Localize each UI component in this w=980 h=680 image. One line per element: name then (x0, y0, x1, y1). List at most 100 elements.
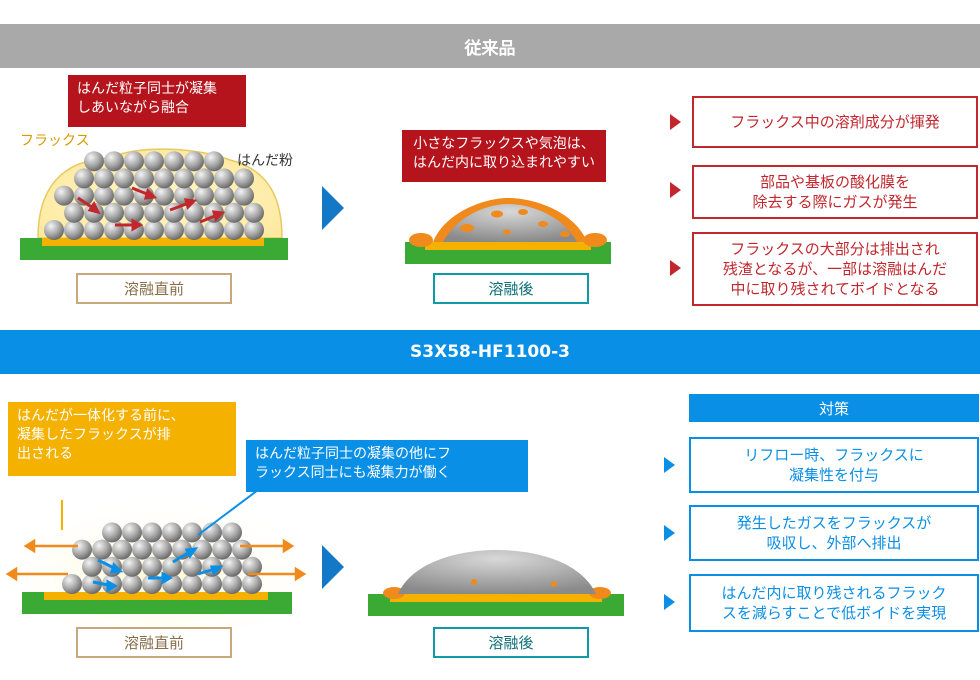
solder-particle (64, 202, 84, 223)
solder-particle (124, 151, 144, 172)
solder-particle (204, 151, 224, 172)
conventional-header: 従来品 (0, 24, 980, 68)
solder-particle (142, 556, 162, 577)
solder-particle (124, 202, 144, 223)
solder-particle (44, 220, 64, 240)
conventional-before-label: 溶融直前 (76, 273, 232, 304)
measure-2: 発生したガスをフラックスが 吸収し、外部へ排出 (689, 505, 979, 561)
conventional-after-illustration (405, 198, 611, 264)
solder-particle (162, 556, 182, 577)
solder-particle (114, 168, 134, 189)
solder-particle (144, 220, 164, 240)
solder-particle (104, 151, 124, 172)
callout-trapped: 小さなフラックスや気泡は、 はんだ内に取り込まれやすい (402, 130, 606, 182)
solder-particle (222, 574, 242, 594)
solder-particle (182, 574, 202, 594)
bullet-arrow-icon (670, 260, 681, 276)
measures-title: 対策 (689, 394, 979, 422)
solder-particle (182, 522, 202, 543)
product-after-illustration (368, 550, 624, 616)
bullet-arrow-icon (664, 457, 675, 473)
solder-particle (194, 185, 214, 206)
solder-particle (122, 522, 142, 543)
solder-particle (174, 168, 194, 189)
solder-particle (222, 556, 242, 577)
solder-particle (104, 202, 124, 223)
solder-particle (152, 539, 172, 560)
conventional-before-illustration (20, 148, 288, 260)
solder-particle (202, 574, 222, 594)
solder-particle (154, 185, 174, 206)
solder-particle (94, 185, 114, 206)
solder-particle (154, 168, 174, 189)
solder-particle (64, 220, 84, 240)
solder-particle (234, 185, 254, 206)
problem-point-1: フラックス中の溶剤成分が揮発 (692, 96, 978, 148)
product-header: S3X58-HF1100-3 (0, 330, 980, 374)
bullet-arrow-icon (670, 114, 681, 130)
solder-particle (184, 151, 204, 172)
solder-particle (144, 151, 164, 172)
product-before-illustration (5, 489, 308, 640)
label-solder-powder: はんだ粉 (237, 153, 293, 169)
solder-particle (74, 168, 94, 189)
conventional-process-arrow (322, 186, 344, 230)
solder-particle (72, 539, 92, 560)
solder-particle (232, 539, 252, 560)
solder-particle (224, 220, 244, 240)
solder-particle (134, 168, 154, 189)
solder-particle (192, 539, 212, 560)
solder-particle (242, 574, 262, 594)
solder-particle (132, 539, 152, 560)
measure-3: はんだ内に取り残されるフラック スを減らすことで低ボイドを実現 (689, 574, 979, 632)
solder-particle (92, 539, 112, 560)
solder-particle (244, 202, 264, 223)
problem-point-3: フラックスの大部分は排出され 残渣となるが、一部は溶融はんだ 中に取り残されてボ… (692, 232, 978, 306)
solder-particle (194, 168, 214, 189)
solder-particle (122, 574, 142, 594)
solder-particle (114, 185, 134, 206)
solder-particle (162, 522, 182, 543)
solder-particle (102, 522, 122, 543)
solder-particle (204, 220, 224, 240)
solder-particle (62, 574, 82, 594)
solder-particle (82, 574, 102, 594)
solder-particle (164, 151, 184, 172)
solder-particle (104, 220, 124, 240)
callout-expelled: はんだが一体化する前に、 凝集したフラックスが排 出される (8, 402, 236, 476)
solder-particle (74, 185, 94, 206)
product-process-arrow (322, 545, 344, 589)
solder-particle (84, 220, 104, 240)
bullet-arrow-icon (670, 182, 681, 198)
solder-particle (222, 522, 242, 543)
label-flux: フラックス (20, 133, 90, 149)
solder-particle (122, 556, 142, 577)
solder-particle (214, 168, 234, 189)
solder-particle (54, 185, 74, 206)
solder-particle (182, 556, 202, 577)
solder-particle (142, 522, 162, 543)
solder-particle (94, 168, 114, 189)
bullet-arrow-icon (664, 525, 675, 541)
solder-particle (82, 556, 102, 577)
solder-particle (112, 539, 132, 560)
conventional-after-label: 溶融後 (433, 273, 589, 304)
solder-particle (84, 151, 104, 172)
problem-point-2: 部品や基板の酸化膜を 除去する際にガスが発生 (692, 165, 978, 219)
solder-particle (242, 556, 262, 577)
bullet-arrow-icon (664, 594, 675, 610)
solder-particle (234, 168, 254, 189)
solder-particle (84, 202, 104, 223)
product-after-label: 溶融後 (433, 627, 589, 658)
solder-particle (184, 220, 204, 240)
measure-1: リフロー時、フラックスに 凝集性を付与 (689, 437, 979, 493)
product-before-label: 溶融直前 (76, 627, 232, 658)
solder-particle (164, 220, 184, 240)
solder-particle (224, 202, 244, 223)
solder-particle (244, 220, 264, 240)
callout-flux-agglomerate: はんだ粒子同士の凝集の他にフ ラックス同士にも凝集力が働く (246, 440, 528, 492)
callout-agglomerate: はんだ粒子同士が凝集 しあいながら融合 (68, 75, 246, 127)
solder-particle (144, 202, 164, 223)
solder-particle (214, 185, 234, 206)
solder-particle (212, 539, 232, 560)
